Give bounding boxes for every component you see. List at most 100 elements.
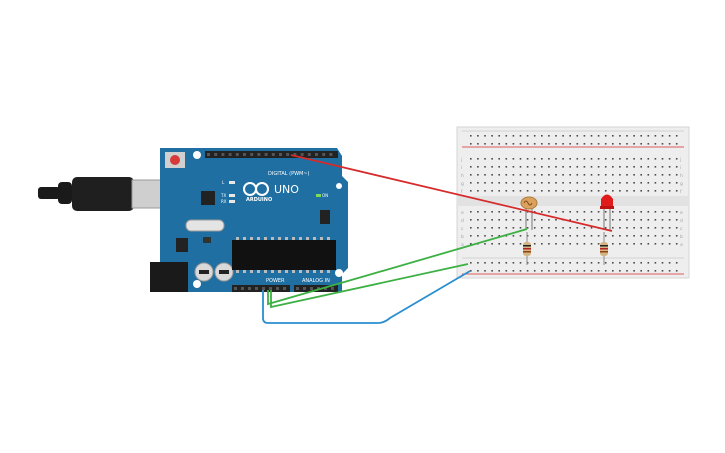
breadboard-hole <box>590 270 593 272</box>
breadboard-hole <box>583 190 586 192</box>
arduino-board[interactable]: DIGITAL (PWM~) POWER ANALOG IN ON L TX R… <box>150 148 348 292</box>
breadboard-hole <box>583 158 586 160</box>
breadboard-hole <box>569 219 571 221</box>
breadboard-hole <box>512 166 515 168</box>
breadboard-hole <box>619 211 621 213</box>
breadboard-hole <box>505 143 508 145</box>
chip-pin <box>250 270 253 273</box>
breadboard-hole <box>526 174 529 176</box>
breadboard-hole <box>626 262 628 264</box>
breadboard-hole <box>512 270 515 272</box>
wire-red[interactable] <box>290 154 613 232</box>
breadboard-hole <box>505 166 508 168</box>
breadboard-hole <box>555 182 557 184</box>
wire-blue[interactable] <box>262 270 471 324</box>
breadboard-hole <box>548 190 550 192</box>
chip-pin <box>285 237 288 240</box>
breadboard-hole <box>562 235 564 237</box>
breadboard-hole <box>484 166 486 168</box>
power-header[interactable] <box>232 285 290 292</box>
breadboard-hole <box>484 143 486 145</box>
breadboard-hole <box>668 235 671 237</box>
breadboard-hole <box>675 219 678 221</box>
chip-pin <box>306 270 309 273</box>
breadboard-hole <box>612 219 614 221</box>
chip-pin <box>271 270 274 273</box>
breadboard-hole <box>498 227 500 229</box>
breadboard-hole <box>477 174 479 176</box>
breadboard-hole <box>484 262 486 264</box>
breadboard-hole <box>626 211 628 213</box>
breadboard-hole <box>654 243 657 245</box>
breadboard-hole <box>590 227 593 229</box>
resistor[interactable] <box>523 232 531 265</box>
breadboard-hole <box>519 235 522 237</box>
breadboard-hole <box>470 143 472 145</box>
breadboard-hole <box>477 227 479 229</box>
breadboard-hole <box>491 190 493 192</box>
digital-label: DIGITAL (PWM~) <box>268 171 310 177</box>
breadboard-hole <box>633 143 635 145</box>
breadboard-hole <box>526 262 529 264</box>
breadboard-hole <box>526 143 529 145</box>
regulator <box>176 238 188 252</box>
breadboard-hole <box>583 182 586 184</box>
breadboard-hole <box>470 190 472 192</box>
breadboard-hole <box>647 182 650 184</box>
breadboard-hole <box>626 219 628 221</box>
breadboard-hole <box>640 174 642 176</box>
breadboard-hole <box>569 243 571 245</box>
breadboard-hole <box>633 227 635 229</box>
breadboard-hole <box>491 227 493 229</box>
breadboard-hole <box>576 182 579 184</box>
breadboard-hole <box>640 158 642 160</box>
breadboard-hole <box>675 262 678 264</box>
breadboard-hole <box>668 190 671 192</box>
analog-header[interactable] <box>294 285 338 292</box>
breadboard-hole <box>498 174 500 176</box>
breadboard-hole <box>654 219 657 221</box>
breadboard-hole <box>569 143 571 145</box>
wire-green[interactable] <box>267 228 528 306</box>
breadboard-hole <box>562 158 564 160</box>
breadboard-hole <box>555 158 557 160</box>
breadboard-hole <box>526 135 529 137</box>
breadboard-hole <box>505 243 508 245</box>
breadboard-hole <box>512 227 515 229</box>
photoresistor[interactable] <box>520 196 538 230</box>
header-pin <box>262 287 265 290</box>
breadboard-hole <box>505 262 508 264</box>
breadboard-hole <box>541 143 543 145</box>
row-letter: g <box>680 182 683 187</box>
breadboard-hole <box>548 243 550 245</box>
breadboard-hole <box>583 211 586 213</box>
resistor[interactable] <box>600 232 608 265</box>
breadboard-hole <box>668 243 671 245</box>
reset-button-cap <box>170 155 180 165</box>
breadboard-hole <box>526 166 529 168</box>
header-pin <box>315 153 318 156</box>
breadboard-hole <box>583 243 586 245</box>
breadboard-hole <box>533 158 536 160</box>
breadboard-hole <box>619 143 621 145</box>
breadboard-hole <box>548 235 550 237</box>
breadboard-hole <box>569 190 571 192</box>
brand-label: ARDUINO <box>246 197 272 203</box>
breadboard-hole <box>661 135 664 137</box>
breadboard-hole <box>548 143 550 145</box>
breadboard-hole <box>668 270 671 272</box>
header-pin <box>241 287 244 290</box>
digital-header[interactable] <box>205 151 338 158</box>
breadboard-hole <box>604 158 607 160</box>
breadboard-hole <box>590 135 593 137</box>
breadboard-hole <box>590 190 593 192</box>
breadboard-hole <box>512 143 515 145</box>
wire-green[interactable] <box>270 263 469 309</box>
breadboard-hole <box>512 190 515 192</box>
breadboard-hole <box>604 270 607 272</box>
breadboard-hole <box>512 219 515 221</box>
breadboard-hole <box>491 270 493 272</box>
led[interactable] <box>600 194 614 231</box>
breadboard-hole <box>675 135 678 137</box>
